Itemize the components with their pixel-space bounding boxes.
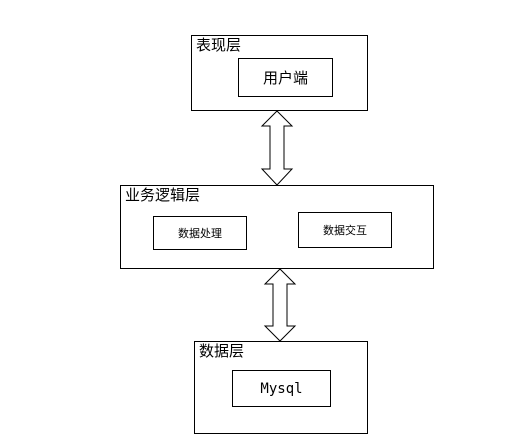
client-node: 用户端 bbox=[238, 58, 333, 97]
presentation-layer-box: 表现层 用户端 bbox=[191, 35, 368, 111]
arrow-business-data bbox=[263, 268, 297, 342]
presentation-layer-label: 表现层 bbox=[196, 36, 242, 54]
data-layer-box: 数据层 Mysql bbox=[194, 341, 368, 434]
business-logic-layer-box: 业务逻辑层 数据处理 数据交互 bbox=[120, 185, 434, 269]
business-logic-layer-label: 业务逻辑层 bbox=[125, 186, 201, 204]
data-interaction-node: 数据交互 bbox=[298, 212, 392, 248]
arrow-presentation-business bbox=[260, 110, 294, 186]
mysql-node: Mysql bbox=[232, 370, 331, 407]
data-processing-node: 数据处理 bbox=[153, 216, 247, 250]
data-layer-label: 数据层 bbox=[199, 342, 245, 360]
